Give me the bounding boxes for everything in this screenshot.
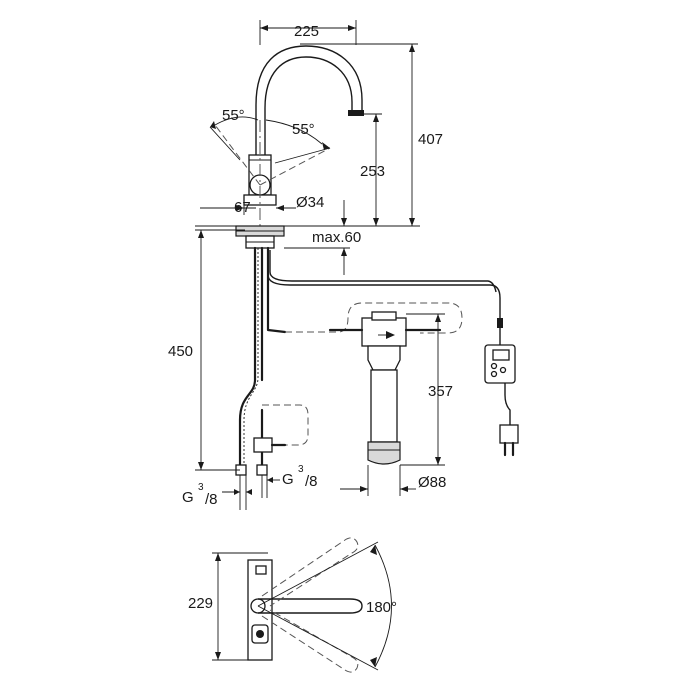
supply-hoses	[238, 246, 503, 472]
top-view: 229 180°	[188, 537, 397, 673]
thread-right-main: G	[282, 471, 294, 488]
dim-swivel-angle: 180°	[366, 599, 397, 616]
thread-label-left: G 3 /8	[182, 482, 218, 508]
cable-connector	[497, 318, 503, 328]
dim-angle-left: 55°	[222, 107, 245, 124]
shutoff-valve	[235, 404, 309, 476]
top-view-spout	[258, 598, 363, 614]
filter-cartridge	[370, 369, 398, 443]
water-filter	[285, 302, 463, 465]
dim-top-view-depth: 229	[188, 595, 213, 612]
dim-spout-reach: 225	[294, 23, 319, 40]
dim-filter-height: 357	[428, 383, 453, 400]
dim-filter-diameter: Ø88	[418, 474, 446, 491]
thread-left-sup: 3	[198, 482, 204, 493]
thread-right-sup: 3	[298, 464, 304, 475]
swivel-positions	[257, 537, 392, 673]
dim-hose-length: 450	[168, 343, 193, 360]
dim-body-offset: 67	[234, 199, 251, 216]
filter-head	[361, 317, 407, 347]
thread-left-sub: /8	[205, 491, 218, 508]
thread-right-sub: /8	[305, 473, 318, 490]
dim-body-diameter: Ø34	[296, 194, 324, 211]
dim-max-deck: max.60	[312, 229, 361, 246]
spout	[255, 45, 364, 158]
countertop-deck	[195, 225, 420, 249]
dim-total-height: 407	[418, 131, 443, 148]
filter-bowl	[367, 441, 401, 465]
thread-label-right: G 3 /8	[282, 464, 318, 490]
angle-construction	[209, 116, 331, 230]
dimension-lines	[195, 20, 445, 510]
thread-left-main: G	[182, 489, 194, 506]
dim-angle-right: 55°	[292, 121, 315, 138]
side-elevation: 225 55° 55° 407 253 67 Ø34 max.60 450 35…	[168, 20, 519, 510]
power-plug	[499, 424, 519, 444]
electronic-control-box	[484, 344, 519, 457]
dim-outlet-height: 253	[360, 163, 385, 180]
spout-outlet	[348, 110, 364, 116]
